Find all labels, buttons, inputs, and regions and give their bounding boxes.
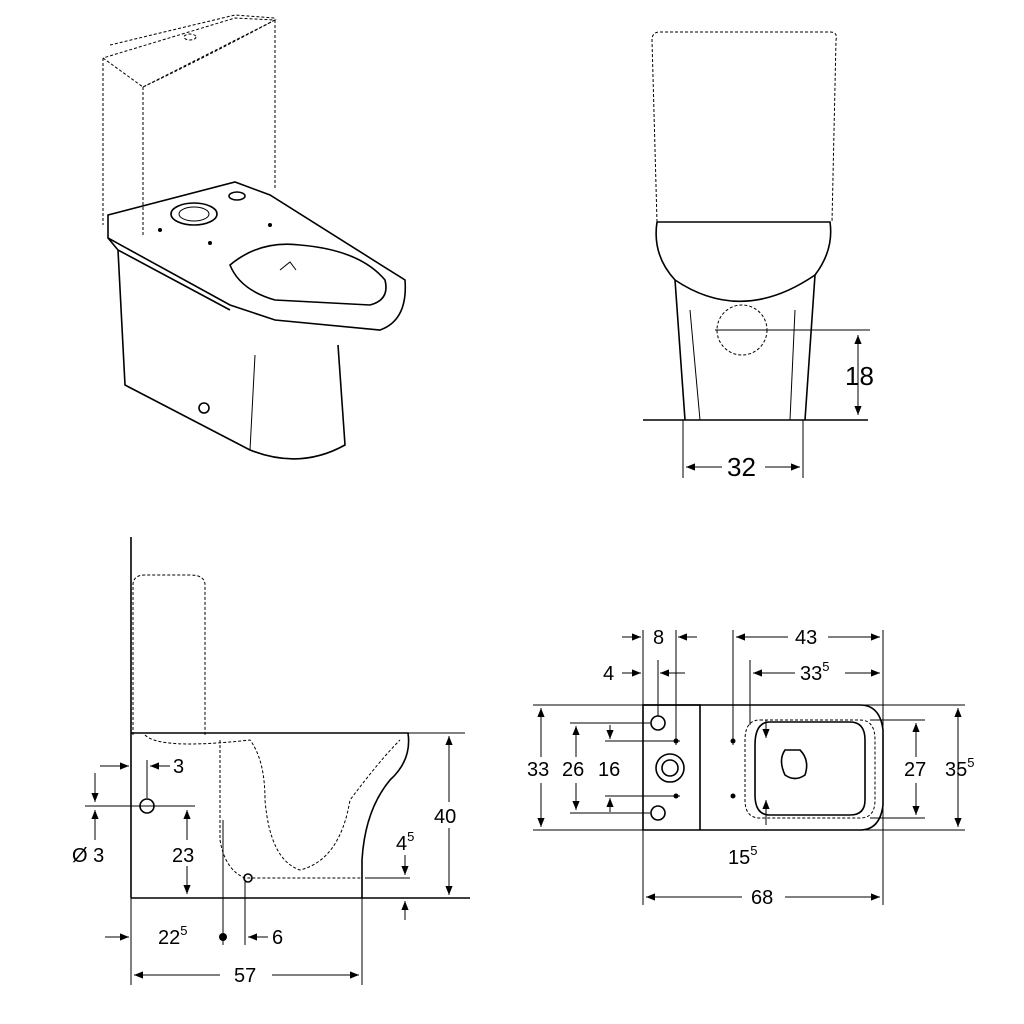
dim-rim-drop: 45	[396, 829, 414, 855]
dim-33: 33	[527, 759, 549, 781]
plan-view: 8 4 43 335 33 26 16 27 355 155 68	[525, 627, 974, 909]
dim-8: 8	[653, 627, 664, 649]
dim-43: 43	[795, 627, 817, 649]
dim-outlet-offset: 225	[158, 923, 187, 949]
dim-27: 27	[904, 759, 926, 781]
dim-height: 40	[434, 806, 456, 828]
dim-35-5: 355	[945, 755, 974, 781]
side-view: 3 Ø 3 23 225 6 57 40 45	[72, 537, 470, 987]
dim-wall-gap: 3	[173, 756, 184, 778]
dim-inlet-height: 23	[172, 845, 194, 867]
dim-26: 26	[562, 759, 584, 781]
dim-inlet-diameter: Ø 3	[72, 845, 104, 867]
front-view: 18 32	[643, 31, 874, 482]
perspective-view	[102, 14, 407, 460]
dim-depth: 57	[234, 965, 256, 987]
dim-foot-width: 32	[727, 452, 756, 482]
dim-outlet-height: 18	[845, 361, 874, 391]
dim-68: 68	[751, 887, 773, 909]
dim-outlet-size: 6	[272, 927, 283, 949]
dim-33-5: 335	[800, 659, 829, 685]
dim-4: 4	[603, 663, 614, 685]
dim-15-5: 155	[728, 843, 757, 869]
dim-16: 16	[598, 759, 620, 781]
